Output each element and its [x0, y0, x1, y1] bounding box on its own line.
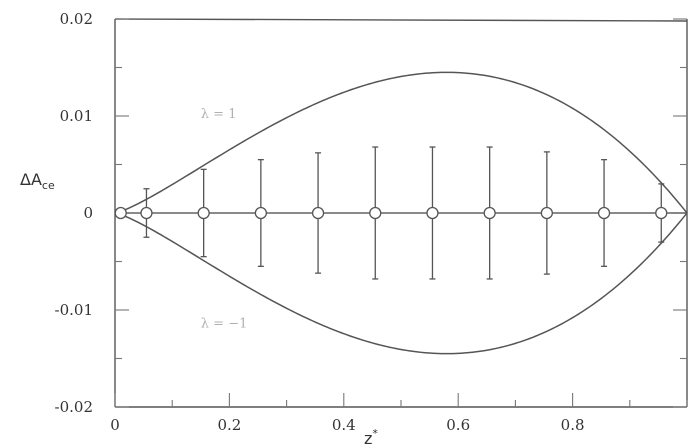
- curve-label: λ = 1: [201, 107, 237, 122]
- x-tick-label: 0: [110, 416, 120, 434]
- tick-labels: 0 0.2 0.4 0.6 0.8 0.02 0.01 0 -0.01 -0.02: [55, 10, 585, 434]
- data-point: [369, 206, 382, 220]
- x-tick-label: 0.2: [217, 416, 241, 434]
- y-tick-label: 0: [83, 204, 93, 222]
- y-tick-label: 0.02: [60, 10, 93, 28]
- x-axis-label-superscript: *: [372, 427, 378, 440]
- y-tick-label: -0.02: [55, 398, 93, 416]
- data-points: [114, 146, 668, 280]
- data-point: [655, 206, 668, 220]
- data-point: [114, 206, 127, 220]
- x-tick-label: 0.4: [332, 416, 356, 434]
- x-tick-label: 0.6: [446, 416, 470, 434]
- data-point: [140, 206, 153, 220]
- data-point: [254, 206, 268, 220]
- curve-line: [114, 212, 688, 355]
- data-point: [197, 206, 210, 220]
- data-point: [426, 206, 439, 220]
- y-tick-label: -0.01: [55, 301, 93, 319]
- curve-annotations: λ = 1 λ = −1: [201, 107, 248, 332]
- x-axis-label-main: z: [364, 429, 372, 448]
- plot-frame-top: [114, 18, 688, 22]
- curve-line: [114, 71, 688, 214]
- y-tick-label: 0.01: [60, 107, 93, 125]
- data-point: [597, 206, 611, 220]
- y-axis-label: ΔAce: [20, 170, 55, 192]
- curves: [114, 71, 688, 355]
- curve-label: λ = −1: [201, 316, 248, 331]
- data-point: [483, 206, 496, 220]
- x-axis-label: z*: [364, 427, 378, 448]
- y-axis-label-subscript: ce: [42, 179, 55, 192]
- data-point: [311, 206, 325, 220]
- data-point: [540, 206, 554, 220]
- x-tick-label: 0.8: [561, 416, 585, 434]
- y-axis-label-main: ΔA: [20, 170, 42, 189]
